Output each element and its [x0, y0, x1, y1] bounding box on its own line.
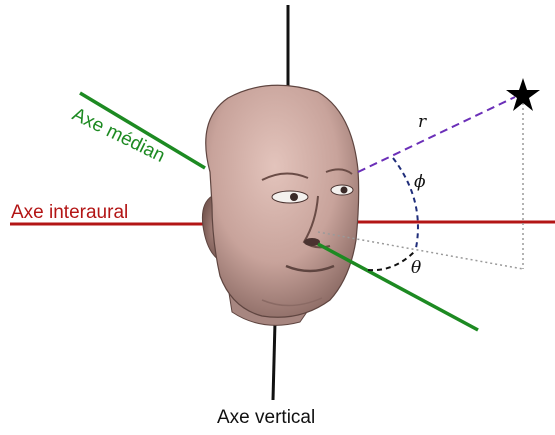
vertical-axis-bottom	[271, 321, 277, 401]
median-axis-back	[79, 91, 206, 170]
elevation-arc	[392, 157, 419, 249]
vertical-axis-label: Axe vertical	[217, 407, 316, 428]
radius-vector	[357, 96, 516, 173]
distance-symbol: r	[418, 112, 427, 132]
azimuth-arc	[367, 249, 417, 272]
elevation-symbol: ϕ	[414, 172, 426, 192]
interaural-axis-label: Axe interaural	[11, 202, 129, 223]
azimuth-symbol: θ	[411, 258, 422, 278]
median-axis-front	[317, 242, 479, 332]
head-icon	[201, 84, 360, 326]
star-icon	[506, 78, 540, 111]
